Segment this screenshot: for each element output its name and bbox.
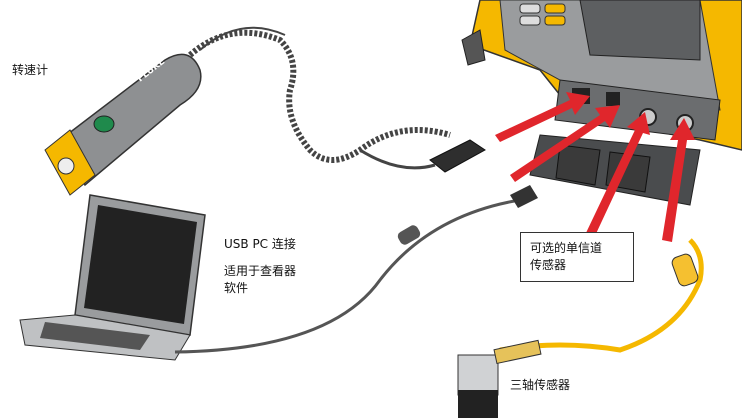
single-sensor-label-line1: 可选的单信道 <box>530 241 603 255</box>
vibration-tester-device <box>461 0 742 206</box>
usb-label-line2: 适用于查看器 <box>224 264 297 278</box>
connection-arrows <box>495 92 695 242</box>
tachometer-label: 转速计 <box>12 63 49 77</box>
triaxial-sensor-label: 三轴传感器 <box>510 378 571 392</box>
usb-label-line1: USB PC 连接 <box>224 237 296 251</box>
single-sensor-label-line2: 传感器 <box>530 258 567 272</box>
single-sensor-label-box <box>520 232 634 282</box>
triaxial-sensor <box>457 339 542 418</box>
laptop <box>19 194 206 361</box>
tachometer-probe: FLUKE <box>44 53 202 196</box>
usb-label-line3: 软件 <box>224 281 249 295</box>
